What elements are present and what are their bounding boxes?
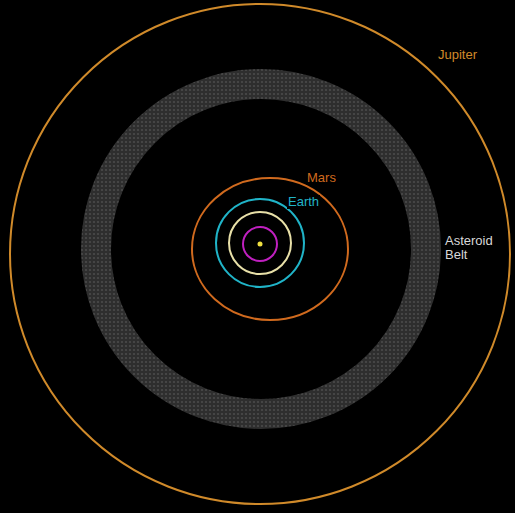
asteroid-belt: [96, 84, 426, 414]
mercury-orbit: [243, 227, 277, 261]
planet-label: Earth: [287, 195, 320, 209]
jupiter-orbit: [10, 4, 510, 504]
region-label: Asteroid Belt: [444, 234, 508, 262]
planet-label: Jupiter: [437, 48, 478, 62]
earth-orbit: [216, 199, 304, 287]
planet-label: Mars: [306, 171, 337, 185]
sun: [258, 242, 263, 247]
venus-orbit: [229, 212, 291, 274]
mars-orbit: [192, 178, 348, 320]
